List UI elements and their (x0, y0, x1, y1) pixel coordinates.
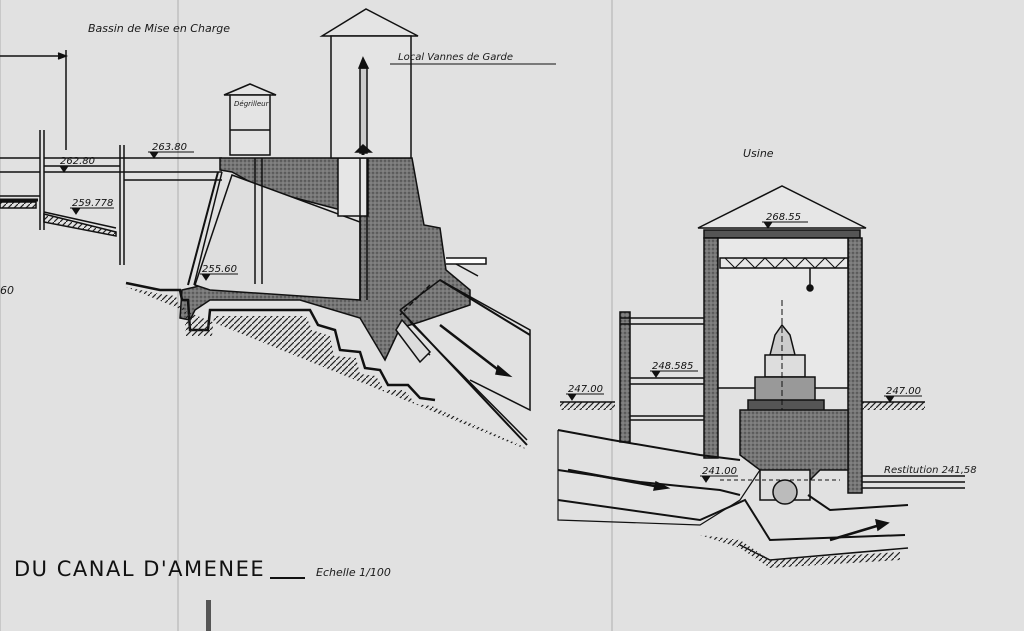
elevation-e9: 241.00 (702, 466, 737, 477)
label-local-vannes: Local Vannes de Garde (398, 52, 513, 63)
drawing-title-block (206, 577, 305, 631)
gate-house (319, 8, 556, 159)
powerhouse (557, 185, 965, 568)
drawing-scale: Echelle 1/100 (316, 566, 391, 579)
label-usine: Usine (743, 147, 774, 160)
elevation-e4: 255.60 (202, 264, 237, 275)
label-bassin: Bassin de Mise en Charge (88, 22, 230, 35)
paper-folds (0, 0, 613, 631)
elevation-e1: 262.80 (60, 156, 95, 167)
elevation-e5: 268.55 (766, 212, 801, 223)
label-degrilleur: Dégrilleur (234, 100, 270, 108)
elevation-e3: 259.778 (72, 198, 113, 209)
degrilleur-house (223, 83, 277, 156)
elevation-markers (58, 151, 922, 483)
intake-structure (125, 157, 531, 450)
drawing-title: DU CANAL D'AMENEE (14, 557, 265, 581)
label-restitution: Restitution 241,58 (884, 465, 977, 476)
basin-section (0, 50, 222, 265)
elevation-e8: 247.00 (886, 386, 921, 397)
elevation-e2: 263.80 (152, 142, 187, 153)
elevation-e6: 248.585 (652, 361, 693, 372)
elevation-e7: 247.00 (568, 384, 603, 395)
label-edge-left: 60 (0, 284, 14, 297)
